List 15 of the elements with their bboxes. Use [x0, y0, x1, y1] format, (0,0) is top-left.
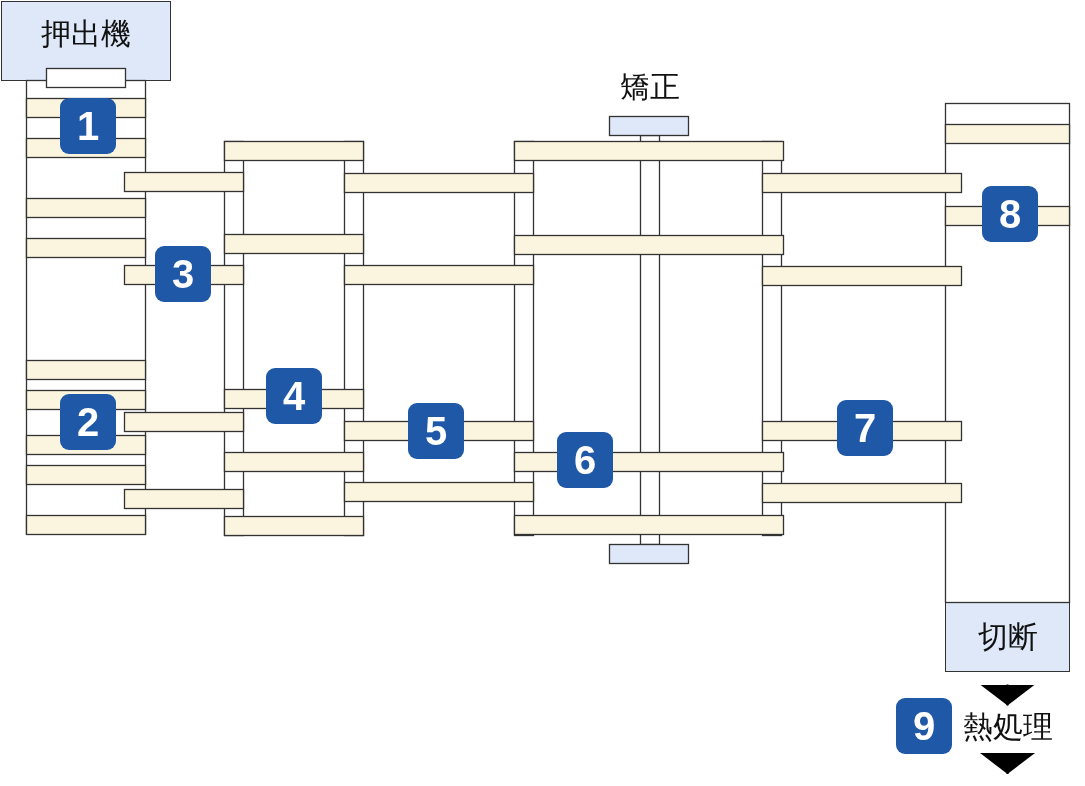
callout-number: 3 [155, 246, 211, 302]
process-label: 熱処理 [958, 707, 1057, 747]
callout-number: 7 [837, 400, 893, 456]
callout-number: 2 [60, 394, 116, 450]
machine-label: 切断 [977, 619, 1038, 655]
callout-number: 6 [557, 432, 613, 488]
machine-label: 押出機 [41, 16, 131, 52]
section-label: 矯正 [619, 68, 681, 106]
extruder-box [1, 1, 171, 81]
callout-number: 4 [266, 368, 322, 424]
callout-number: 8 [982, 186, 1038, 242]
callout-number: 1 [60, 98, 116, 154]
callout-number: 5 [408, 403, 464, 459]
saw-box [945, 602, 1070, 672]
callout-number: 9 [896, 698, 952, 754]
